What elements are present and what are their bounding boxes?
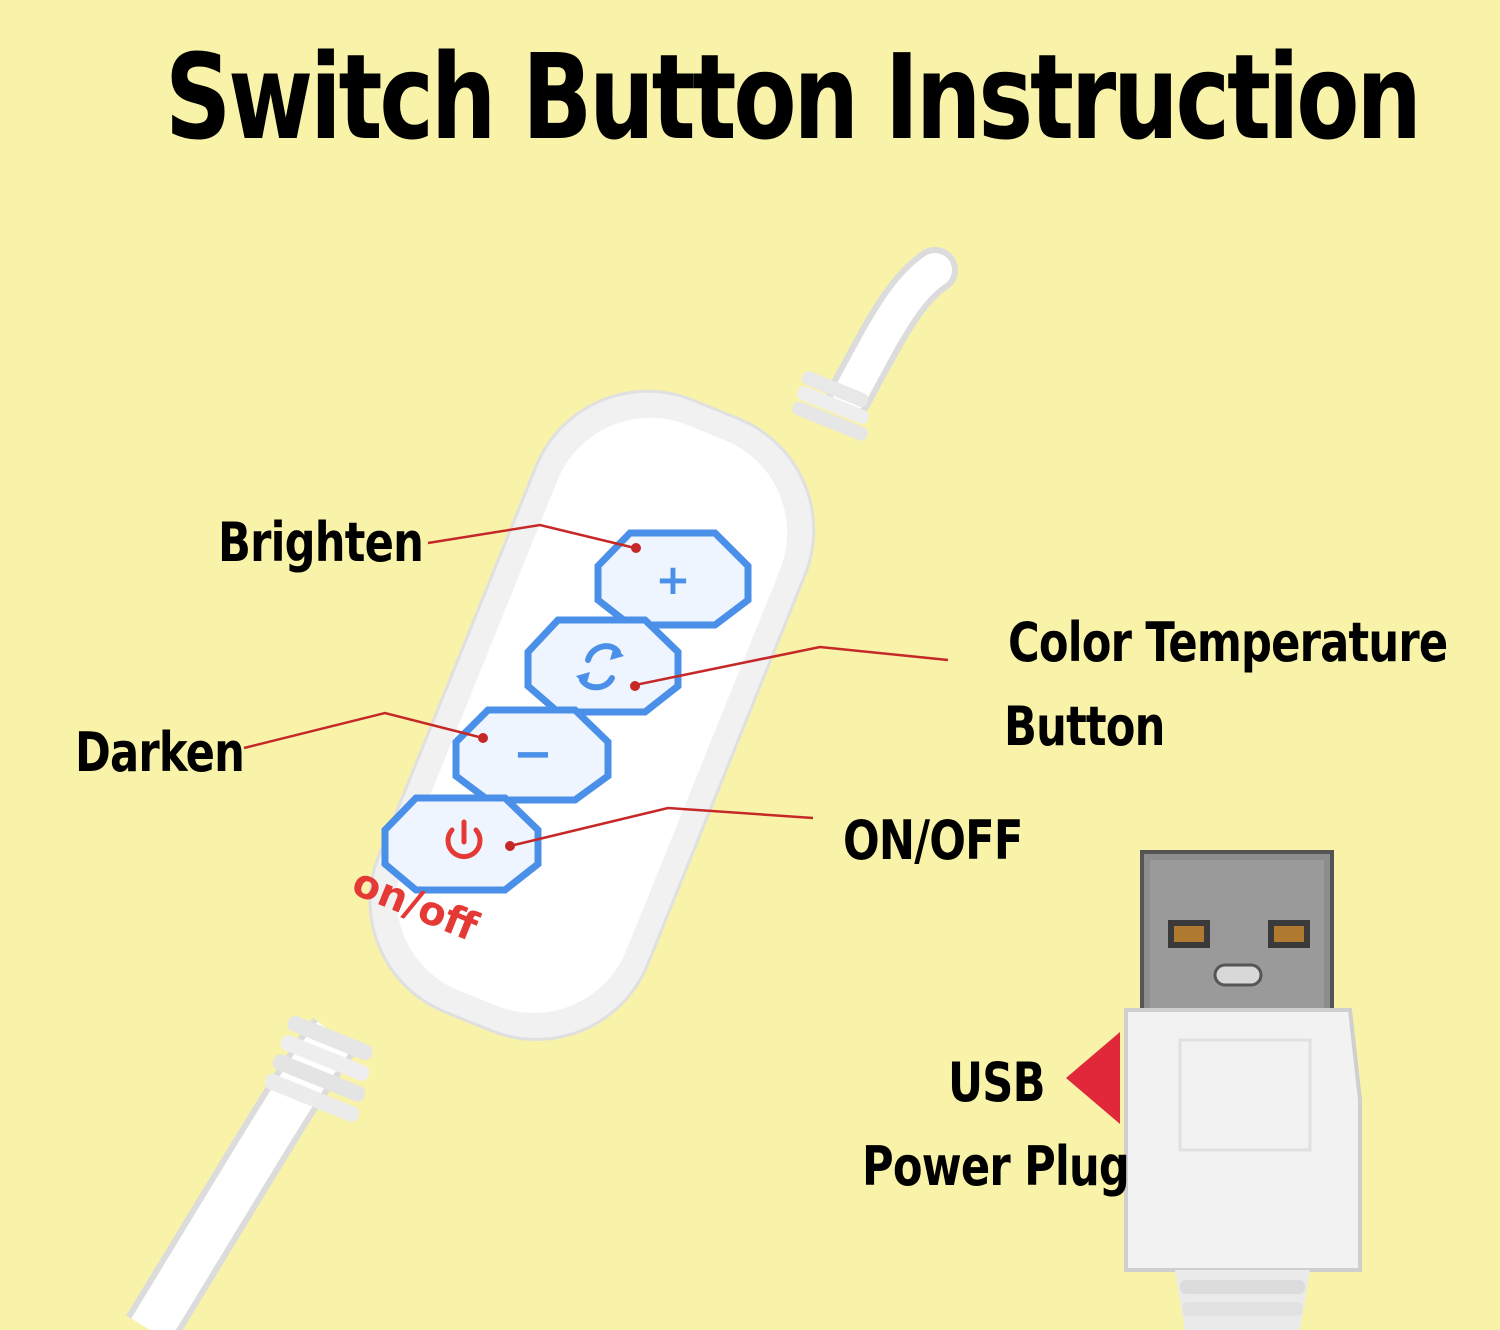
minus-icon: −: [513, 726, 553, 782]
usb-label: USB: [948, 1051, 1046, 1114]
usb-plug: [1124, 850, 1362, 1330]
darken-button[interactable]: −: [452, 706, 612, 804]
brighten-button[interactable]: +: [594, 529, 752, 629]
lower-cable: [126, 1015, 373, 1330]
power-icon: [445, 819, 483, 860]
darken-label: Darken: [75, 721, 245, 784]
color-temp-leader: [634, 645, 949, 687]
page-title: Switch Button Instruction: [165, 28, 1422, 166]
color-temperature-label-line2: Button: [1004, 695, 1165, 758]
minus-symbol: −: [513, 726, 553, 782]
darken-leader: [243, 711, 484, 750]
on-off-leader: [509, 806, 814, 848]
upper-cable: [792, 247, 958, 441]
color-temperature-label: Color Temperature: [1008, 611, 1448, 674]
plus-symbol: +: [655, 555, 690, 604]
power-plug-label: Power Plug: [862, 1135, 1130, 1198]
leader-lines: [243, 523, 949, 851]
usb-pointer-arrow: [1066, 1032, 1120, 1124]
plus-icon: +: [655, 555, 690, 604]
color-temperature-button[interactable]: [524, 616, 682, 716]
brighten-leader: [427, 523, 636, 550]
on-off-label: ON/OFF: [843, 809, 1023, 872]
cycle-arrows-icon: [576, 643, 624, 691]
brighten-label: Brighten: [218, 511, 424, 574]
on-off-button[interactable]: [381, 794, 542, 894]
